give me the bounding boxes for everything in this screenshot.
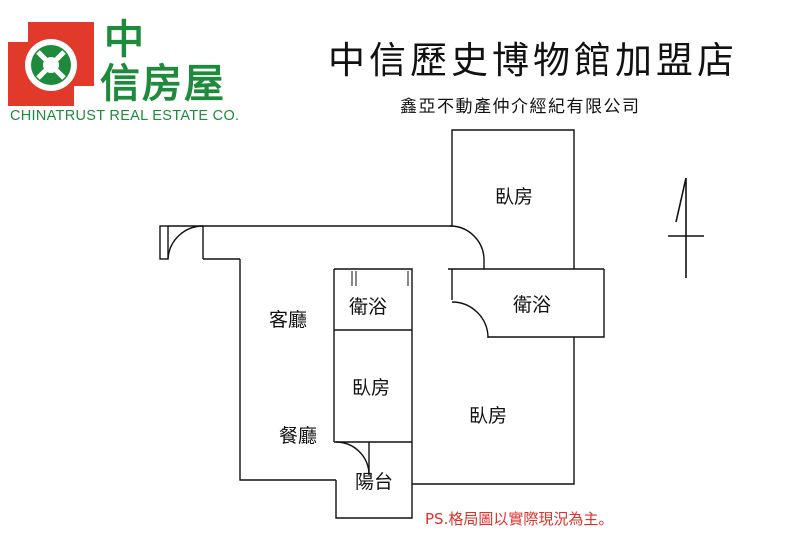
brand-name-line2: 信房屋	[100, 61, 226, 107]
room-label-bath-right: 衛浴	[513, 294, 551, 316]
brand-logo-icon	[8, 22, 94, 106]
entrance-door-swing	[167, 225, 204, 260]
room-label-balcony: 陽台	[355, 471, 393, 493]
store-name-title: 中信歷史博物館加盟店	[328, 39, 738, 82]
north-arrow-icon	[668, 177, 704, 278]
disclaimer-note: PS.格局圖以實際現況為主。	[425, 510, 614, 528]
window-bath-left-right	[407, 271, 413, 286]
brand-english-name: CHINATRUST REAL ESTATE CO.	[10, 108, 240, 124]
window-bath-left	[351, 271, 357, 286]
door-swing-bath-right	[451, 301, 489, 339]
room-label-bedroom-top: 臥房	[495, 186, 533, 208]
entrance-jamb	[159, 225, 169, 260]
room-label-bath-left: 衛浴	[349, 296, 387, 318]
room-label-dining: 餐廳	[279, 425, 317, 447]
brand-name-line1: 中	[104, 17, 146, 63]
room-label-living: 客廳	[269, 309, 307, 331]
room-label-bedroom-mid: 臥房	[352, 377, 390, 399]
wall-bedroom-large	[412, 337, 575, 485]
wall-bedroom-top	[451, 129, 575, 269]
room-label-bedroom-large: 臥房	[469, 405, 507, 427]
wall-bath-left	[334, 268, 413, 484]
wall-balcony	[335, 480, 413, 519]
wall-living-outer	[239, 259, 336, 481]
wall-bath-right-top	[448, 260, 604, 270]
door-swing-bedroom-top	[449, 225, 485, 261]
company-name: 鑫亞不動產仲介經紀有限公司	[400, 97, 641, 117]
wall-bath-right	[488, 269, 605, 338]
